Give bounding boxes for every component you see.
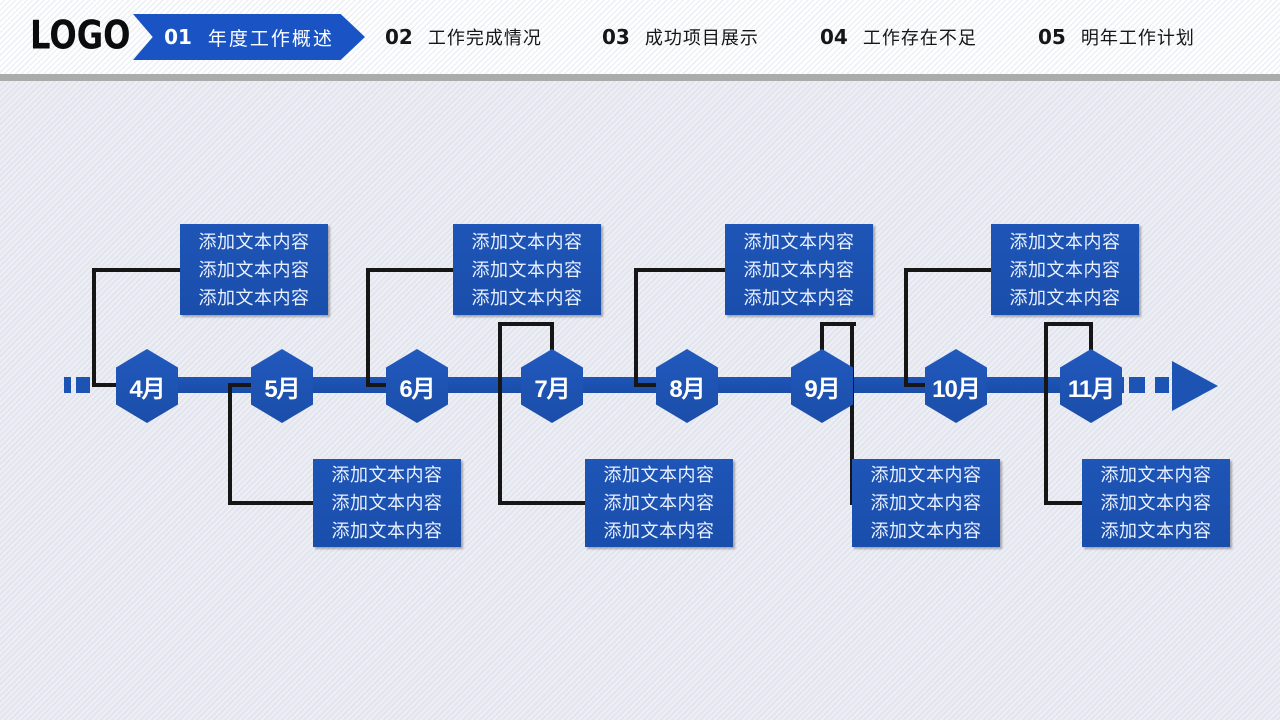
text-box-bottom-7月[interactable]: 添加文本内容添加文本内容添加文本内容 — [585, 459, 733, 547]
nav-label: 工作存在不足 — [862, 28, 977, 48]
text-box-bottom-9月[interactable]: 添加文本内容添加文本内容添加文本内容 — [852, 459, 1000, 547]
nav-label: 明年工作计划 — [1080, 28, 1195, 48]
connector-line — [366, 383, 392, 387]
text-line: 添加文本内容 — [1009, 231, 1121, 252]
connector-line — [228, 383, 255, 387]
connector-line — [498, 322, 502, 505]
nav-item-03[interactable]: 03 成功项目展示 — [602, 0, 759, 74]
month-label: 8月 — [669, 375, 705, 403]
text-line: 添加文本内容 — [471, 287, 583, 308]
text-line: 添加文本内容 — [198, 259, 310, 280]
nav-number: 03 — [602, 25, 630, 49]
connector-line — [228, 501, 313, 505]
nav-number: 04 — [820, 25, 848, 49]
text-line: 添加文本内容 — [603, 521, 715, 541]
header: LOGO 01 年度工作概述 02 工作完成情况 03 成功项目展示 04 工作存在不足 05 明… — [0, 0, 1280, 74]
connector-line — [366, 268, 370, 387]
connector-line — [92, 268, 96, 387]
logo: LOGO — [30, 13, 131, 59]
text-box-top-6月[interactable]: 添加文本内容添加文本内容添加文本内容 — [453, 224, 601, 315]
connector-line — [850, 322, 854, 505]
text-line: 添加文本内容 — [198, 231, 310, 252]
connector-line — [904, 383, 929, 387]
timeline-dash — [1155, 377, 1169, 393]
nav-label: 成功项目展示 — [644, 28, 759, 48]
connector-line — [904, 268, 991, 272]
connector-line — [92, 383, 120, 387]
connector-line — [498, 322, 554, 326]
connector-line — [820, 322, 824, 352]
month-label: 4月 — [129, 375, 165, 403]
text-line: 添加文本内容 — [743, 231, 855, 252]
text-line: 添加文本内容 — [870, 465, 982, 485]
month-label: 7月 — [534, 375, 570, 403]
month-node-10月: 10月 — [925, 349, 987, 423]
nav-label: 工作完成情况 — [427, 28, 542, 48]
connector-line — [1044, 322, 1093, 326]
connector-line — [498, 501, 585, 505]
text-line: 添加文本内容 — [870, 521, 982, 541]
nav-label: 年度工作概述 — [207, 28, 334, 50]
connector-line — [550, 322, 554, 352]
text-line: 添加文本内容 — [331, 493, 443, 513]
text-line: 添加文本内容 — [331, 521, 443, 541]
nav-number: 02 — [385, 25, 413, 49]
connector-line — [1044, 501, 1082, 505]
nav-item-01[interactable]: 01 年度工作概述 — [133, 14, 365, 60]
text-line: 添加文本内容 — [471, 259, 583, 280]
text-box-top-10月[interactable]: 添加文本内容添加文本内容添加文本内容 — [991, 224, 1139, 315]
text-line: 添加文本内容 — [743, 287, 855, 308]
text-line: 添加文本内容 — [471, 231, 583, 252]
month-label: 5月 — [264, 375, 300, 403]
connector-line — [820, 322, 856, 326]
month-node-9月: 9月 — [791, 349, 853, 423]
connector-line — [366, 268, 453, 272]
nav-number: 05 — [1038, 25, 1066, 49]
connector-line — [634, 268, 725, 272]
text-line: 添加文本内容 — [198, 287, 310, 308]
text-line: 添加文本内容 — [870, 493, 982, 513]
timeline-arrow-icon — [1172, 361, 1218, 411]
text-line: 添加文本内容 — [603, 493, 715, 513]
text-box-bottom-5月[interactable]: 添加文本内容添加文本内容添加文本内容 — [313, 459, 461, 547]
connector-line — [228, 383, 232, 505]
nav-item-05[interactable]: 05 明年工作计划 — [1038, 0, 1195, 74]
connector-line — [634, 268, 638, 387]
timeline-dash — [1129, 377, 1145, 393]
connector-line — [92, 268, 180, 272]
text-line: 添加文本内容 — [603, 465, 715, 485]
connector-line — [1044, 322, 1048, 505]
month-label: 11月 — [1067, 375, 1115, 403]
month-node-5月: 5月 — [251, 349, 313, 423]
text-line: 添加文本内容 — [1100, 493, 1212, 513]
connector-line — [1089, 322, 1093, 352]
month-node-8月: 8月 — [656, 349, 718, 423]
connector-line — [634, 383, 660, 387]
text-line: 添加文本内容 — [1009, 287, 1121, 308]
month-node-11月: 11月 — [1060, 349, 1122, 423]
month-label: 10月 — [932, 375, 981, 403]
month-node-7月: 7月 — [521, 349, 583, 423]
timeline-dash — [76, 377, 90, 393]
text-line: 添加文本内容 — [1100, 521, 1212, 541]
month-label: 9月 — [804, 375, 840, 403]
nav-item-04[interactable]: 04 工作存在不足 — [820, 0, 977, 74]
text-line: 添加文本内容 — [1100, 465, 1212, 485]
month-node-4月: 4月 — [116, 349, 178, 423]
text-box-bottom-11月[interactable]: 添加文本内容添加文本内容添加文本内容 — [1082, 459, 1230, 547]
month-label: 6月 — [399, 375, 435, 403]
month-node-6月: 6月 — [386, 349, 448, 423]
text-line: 添加文本内容 — [743, 259, 855, 280]
nav-item-02[interactable]: 02 工作完成情况 — [385, 0, 542, 74]
header-divider — [0, 74, 1280, 81]
nav-number: 01 — [164, 25, 192, 49]
text-box-top-4月[interactable]: 添加文本内容添加文本内容添加文本内容 — [180, 224, 328, 315]
text-box-top-8月[interactable]: 添加文本内容添加文本内容添加文本内容 — [725, 224, 873, 315]
text-line: 添加文本内容 — [331, 465, 443, 485]
connector-line — [904, 268, 908, 387]
timeline-dash — [64, 377, 71, 393]
text-line: 添加文本内容 — [1009, 259, 1121, 280]
